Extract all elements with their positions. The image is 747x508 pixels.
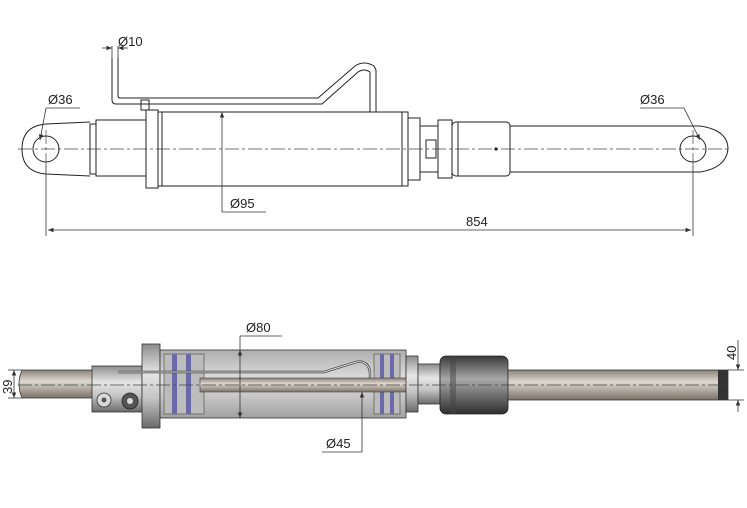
left-end-cap [95, 119, 147, 177]
dim-eye-width: 39 [0, 380, 15, 394]
dim-cylinder-diameter: Ø95 [230, 196, 255, 211]
dim-bore-diameter: Ø80 [246, 320, 271, 335]
dim-right-eye-diameter: Ø36 [640, 92, 665, 107]
rod-extension [510, 125, 729, 173]
dim-pipe-diameter: Ø10 [118, 34, 143, 49]
bottom-left-eye [18, 369, 101, 399]
dim-left-eye-diameter: Ø36 [48, 92, 73, 107]
hydraulic-pipe [111, 58, 371, 112]
left-eye [21, 121, 91, 177]
top-view: Ø10 Ø36 Ø36 Ø95 854 [18, 34, 730, 236]
dim-rod-diameter: Ø45 [326, 436, 351, 451]
piston [163, 353, 205, 415]
rod-end-body [451, 121, 511, 177]
dim-overall-length: 854 [466, 214, 488, 229]
dim-rod-end-width: 40 [724, 346, 739, 360]
bottom-view: Ø80 Ø45 39 40 [0, 320, 744, 453]
bottom-flange [141, 343, 161, 429]
